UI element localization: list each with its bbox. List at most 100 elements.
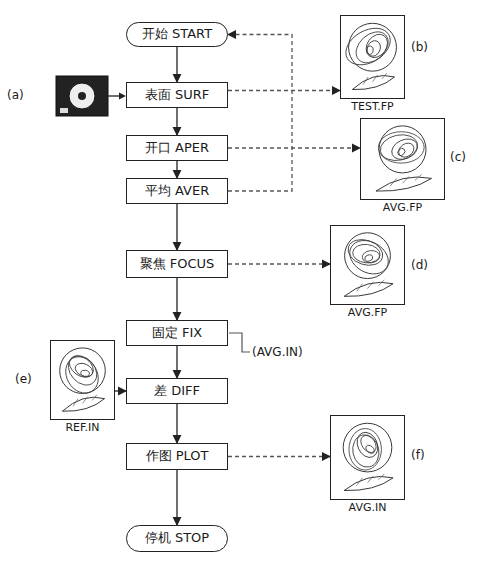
fringe-line <box>364 254 373 262</box>
surface-profile <box>344 282 393 296</box>
image-panel: AVG.FP <box>330 225 405 321</box>
output-line <box>229 333 250 352</box>
image-panel: REF.IN <box>50 340 115 436</box>
profile-hatch <box>92 395 97 401</box>
flow-connector <box>176 108 177 135</box>
process-box: 平均 AVER <box>126 178 228 204</box>
flow-connector <box>228 456 330 457</box>
profile-hatch <box>378 474 384 480</box>
flow-connector <box>228 35 292 192</box>
image-caption: TEST.FP <box>340 101 405 114</box>
box-label: 开始 START <box>142 27 212 42</box>
image-caption: REF.IN <box>50 422 115 435</box>
fringe-illustration <box>331 226 404 304</box>
flow-connector <box>176 470 177 525</box>
image-frame <box>340 15 405 99</box>
fringe-line <box>349 429 381 471</box>
image-caption: AVG.FP <box>360 202 445 215</box>
process-box: 聚焦 FOCUS <box>126 250 228 278</box>
flow-connector <box>228 147 360 148</box>
image-frame <box>50 340 115 420</box>
surface-profile <box>344 476 393 490</box>
profile-hatch <box>363 77 368 85</box>
image-panel: AVG.FP <box>360 118 445 216</box>
flow-connector <box>176 161 177 178</box>
profile-hatch <box>73 399 78 407</box>
box-label: 聚焦 FOCUS <box>140 257 215 272</box>
box-label: 停机 STOP <box>145 531 209 546</box>
profile-hatch <box>403 176 410 183</box>
flow-connector <box>176 346 177 378</box>
fringe-line <box>341 21 397 73</box>
fringe-illustration <box>361 119 444 199</box>
profile-hatch <box>357 284 363 292</box>
terminal-box: 停机 STOP <box>126 525 228 552</box>
image-panel: TEST.FP <box>340 15 405 115</box>
process-box: 固定 FIX <box>126 320 228 346</box>
flow-connector <box>176 204 177 250</box>
image-frame <box>330 415 405 500</box>
flow-connector <box>228 263 330 264</box>
box-label: 固定 FIX <box>152 326 202 341</box>
box-label: 作图 PLOT <box>146 449 209 464</box>
flow-connector <box>176 47 177 82</box>
profile-hatch <box>373 75 378 82</box>
callout-label: (a) <box>6 88 25 102</box>
image-caption: AVG.FP <box>330 307 405 320</box>
image-frame <box>330 225 405 305</box>
box-label: 平均 AVER <box>145 184 209 199</box>
flow-connector <box>176 404 177 443</box>
process-box: 表面 SURF <box>126 82 228 108</box>
profile-hatch <box>382 73 387 79</box>
image-caption: AVG.IN <box>330 502 405 515</box>
fringe-line <box>352 243 381 264</box>
process-box: 作图 PLOT <box>126 443 228 470</box>
surface-profile <box>352 76 394 90</box>
pupil-outline <box>345 233 391 279</box>
callout-label: (b) <box>410 40 429 54</box>
flow-connector <box>176 278 177 320</box>
disk-icon <box>56 76 108 116</box>
box-label: 差 DIFF <box>154 384 200 399</box>
box-label: 表面 SURF <box>145 88 209 103</box>
callout-label: (f) <box>410 448 426 462</box>
profile-hatch <box>378 280 384 286</box>
fringe-line <box>344 234 395 281</box>
fringe-illustration <box>341 16 404 98</box>
pupil-outline <box>343 423 392 472</box>
flow-connector <box>115 390 126 391</box>
callout-label: (AVG.IN) <box>251 345 304 359</box>
fringe-line <box>364 444 376 455</box>
fringe-line <box>396 147 406 157</box>
box-label: 开口 APER <box>145 141 209 156</box>
process-box: 开口 APER <box>126 135 228 161</box>
terminal-box: 开始 START <box>126 22 228 47</box>
profile-hatch <box>83 397 88 404</box>
fringe-line <box>378 131 420 163</box>
profile-hatch <box>368 476 374 483</box>
fringe-line <box>378 132 424 163</box>
callout-label: (e) <box>14 372 33 386</box>
process-box: 差 DIFF <box>126 378 228 404</box>
fringe-illustration <box>331 416 404 499</box>
profile-hatch <box>368 282 374 289</box>
profile-hatch <box>390 178 397 186</box>
surface-profile <box>376 177 432 191</box>
profile-hatch <box>415 174 422 180</box>
surface-profile <box>62 397 104 411</box>
fringe-line <box>396 140 417 160</box>
arrow-head <box>119 93 126 100</box>
fringe-line <box>362 250 381 264</box>
profile-hatch <box>357 478 363 486</box>
fringe-line <box>59 351 104 399</box>
callout-label: (d) <box>410 258 429 272</box>
callout-label: (c) <box>449 150 467 164</box>
pupil-outline <box>60 348 106 394</box>
flow-connector <box>228 90 340 91</box>
pupil-outline <box>379 126 426 173</box>
fringe-illustration <box>51 341 114 419</box>
image-frame <box>360 118 445 200</box>
image-panel: AVG.IN <box>330 415 405 516</box>
